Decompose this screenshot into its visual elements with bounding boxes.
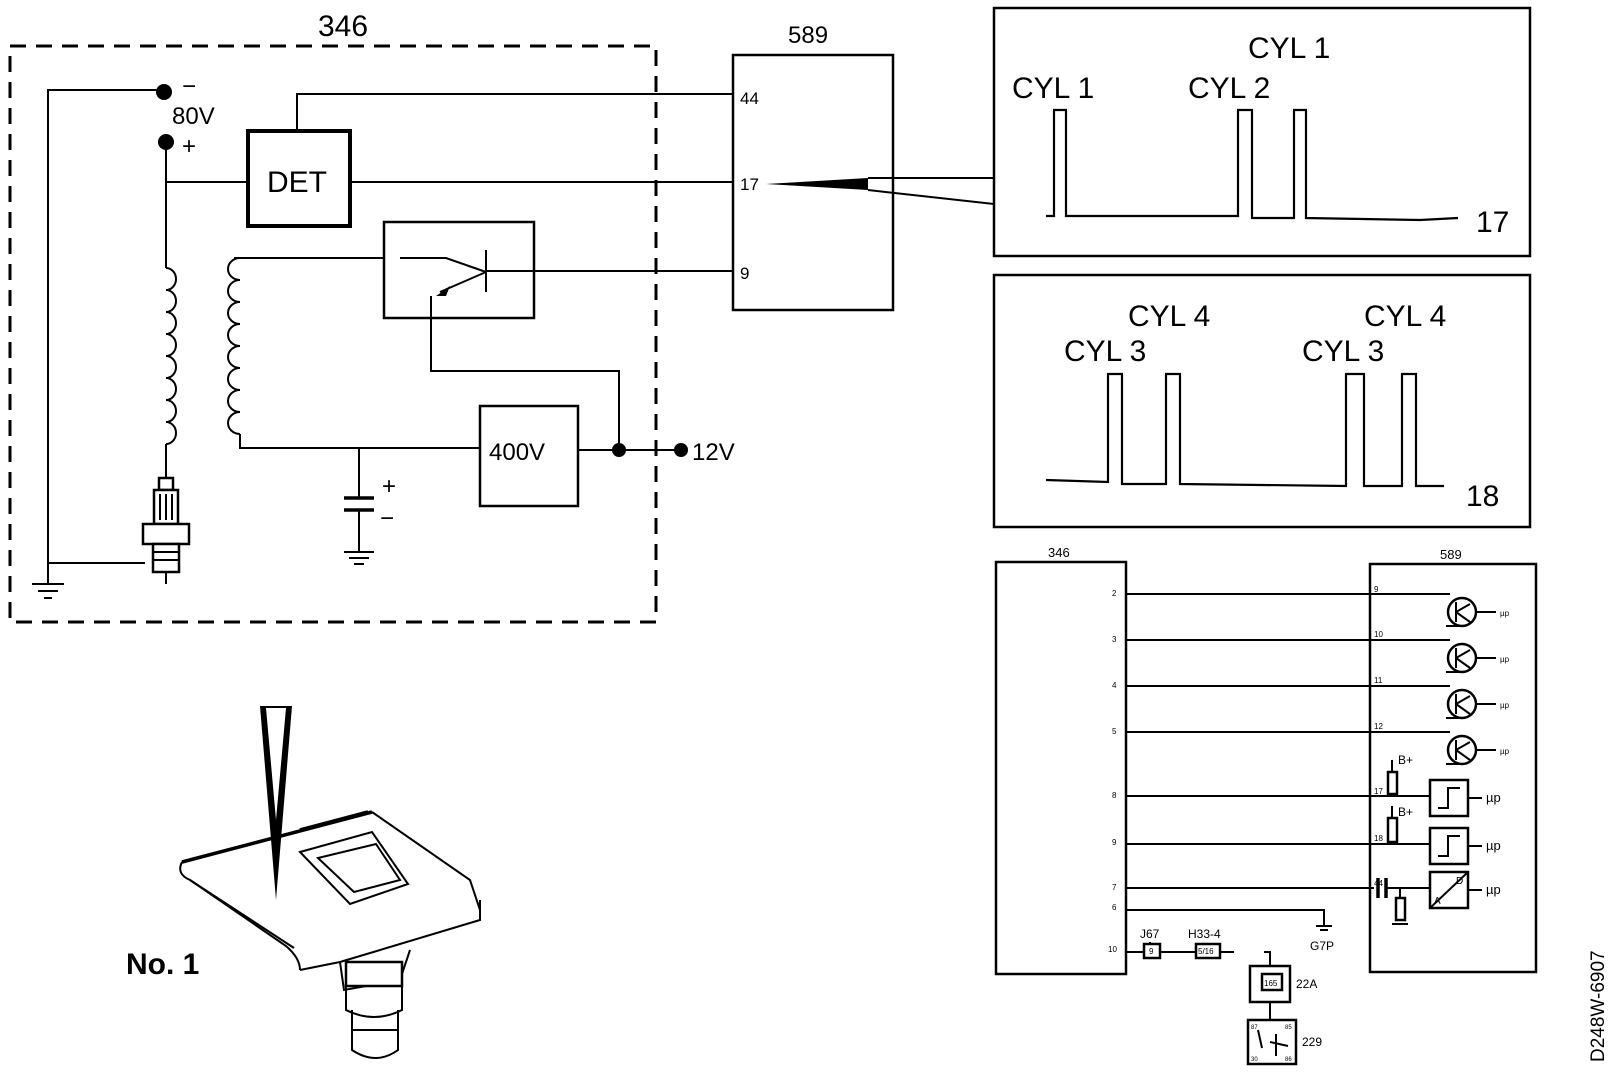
transistor-2: µp: [1446, 642, 1510, 674]
det-label: DET: [267, 166, 327, 199]
svg-text:3: 3: [1112, 635, 1117, 644]
svg-text:30: 30: [1251, 1057, 1258, 1063]
secondary-coil: [165, 267, 177, 445]
document-id: D248W-6907: [1588, 950, 1609, 1062]
j67-label: J67: [1140, 927, 1160, 941]
primary-coil: [227, 257, 241, 435]
svg-text:A: A: [1434, 896, 1441, 907]
svg-text:17: 17: [1374, 787, 1383, 796]
pin-9: 9: [740, 264, 749, 283]
svg-text:4: 4: [1112, 681, 1117, 690]
schmitt-trigger-2: µp: [1428, 826, 1501, 866]
module-346-dashed-box: [8, 44, 658, 624]
label-229: 229: [1302, 1035, 1322, 1049]
svg-text:8: 8: [1112, 791, 1117, 800]
scope-2-channel: 18: [1466, 480, 1499, 513]
label-22a: 22A: [1296, 977, 1317, 991]
spark-plug: [141, 476, 191, 584]
v400-box: [478, 404, 580, 508]
relay-229: [1246, 1018, 1298, 1066]
ad-converter: A D µp: [1428, 870, 1501, 910]
scope-2-cyl3-a: CYL 3: [1064, 335, 1146, 368]
scope-trace-17: CYL 1 CYL 2 CYL 1 17: [992, 6, 1532, 258]
svg-text:10: 10: [1108, 945, 1117, 954]
svg-text:165: 165: [1264, 979, 1278, 988]
scope-1-cyl1-a: CYL 1: [1012, 72, 1094, 105]
schmitt-trigger-1: µp: [1428, 778, 1501, 818]
pin-44: 44: [740, 89, 759, 108]
scope-1-cyl2: CYL 2: [1188, 72, 1270, 105]
svg-text:9: 9: [1149, 947, 1154, 956]
probe-cone: [766, 178, 868, 190]
svg-text:12: 12: [1374, 722, 1383, 731]
capacitor-plus: +: [382, 473, 396, 500]
g7p-label: G7P: [1310, 939, 1334, 953]
scope-1-frame: [992, 6, 1532, 258]
scope-2-cyl4-b: CYL 4: [1364, 300, 1446, 333]
wiring-589-label: 589: [1440, 547, 1462, 562]
svg-text:87: 87: [1251, 1025, 1258, 1031]
svg-text:10: 10: [1374, 630, 1383, 639]
label-80v: 80V: [172, 103, 215, 130]
pin-17: 17: [740, 175, 759, 194]
transistor-1: µp: [1446, 596, 1510, 628]
h33-label: H33-4: [1188, 927, 1221, 941]
svg-text:µp: µp: [1486, 838, 1501, 853]
svg-text:µp: µp: [1500, 701, 1510, 710]
svg-text:9: 9: [1374, 585, 1379, 594]
svg-text:18: 18: [1374, 834, 1383, 843]
svg-text:µp: µp: [1500, 655, 1510, 664]
wiring-346-label: 346: [1048, 545, 1070, 560]
svg-text:µp: µp: [1486, 790, 1501, 805]
svg-text:6: 6: [1112, 903, 1117, 912]
scope-1-channel: 17: [1476, 206, 1509, 239]
svg-text:11: 11: [1374, 676, 1383, 685]
transistor-4: µp: [1446, 734, 1510, 766]
svg-text:D: D: [1456, 876, 1463, 887]
module-589-label: 589: [788, 22, 828, 49]
svg-text:µp: µp: [1500, 609, 1510, 618]
svg-text:85: 85: [1285, 1025, 1292, 1031]
scope-2-frame: [992, 273, 1532, 529]
det-box: [246, 129, 352, 228]
b-plus-2: B+: [1398, 805, 1413, 819]
ground-symbol-left: [32, 563, 64, 599]
svg-text:9: 9: [1112, 838, 1117, 847]
svg-text:5: 5: [1112, 727, 1117, 736]
capacitor: [344, 448, 374, 565]
wiring-diagram: 346 589 2 3 4 5 8 9 7 6 10 9 10 11 12 17…: [994, 545, 1538, 1066]
b-plus-1: B+: [1398, 753, 1413, 767]
v12-label: 12V: [692, 439, 735, 466]
capacitor-minus: −: [380, 505, 394, 532]
minus-terminal-label: −: [182, 73, 196, 100]
circuit-346-589: 346 − 80V +: [8, 10, 995, 624]
scope-2-cyl3-b: CYL 3: [1302, 335, 1384, 368]
svg-text:86: 86: [1285, 1057, 1292, 1063]
v400-label: 400V: [489, 439, 545, 466]
scope-1-cyl1-b: CYL 1: [1248, 32, 1330, 65]
svg-text:µp: µp: [1500, 747, 1510, 756]
plus-terminal-label: +: [182, 133, 196, 160]
wiring-346-box: [994, 560, 1128, 976]
module-346-label: 346: [318, 10, 368, 43]
probe-inset: No. 1: [126, 706, 481, 1059]
svg-text:2: 2: [1112, 589, 1117, 598]
svg-text:5/16: 5/16: [1198, 947, 1214, 956]
scope-2-cyl4-a: CYL 4: [1128, 300, 1210, 333]
svg-text:µp: µp: [1486, 882, 1501, 897]
scope-trace-18: CYL 4 CYL 3 CYL 4 CYL 3 18: [992, 273, 1532, 529]
transistor-3: µp: [1446, 688, 1510, 720]
svg-text:7: 7: [1112, 883, 1117, 892]
inset-label: No. 1: [126, 948, 199, 981]
